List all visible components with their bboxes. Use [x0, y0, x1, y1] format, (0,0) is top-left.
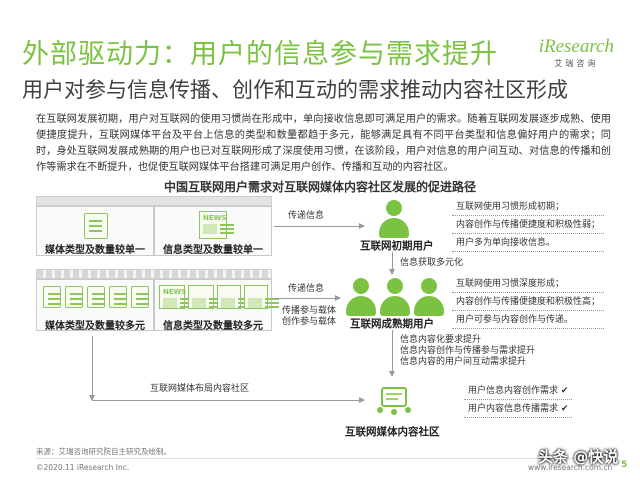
stage1-media-panel [36, 206, 154, 256]
stage1-note: 内容创作与传播便捷度和积极性弱； [452, 218, 605, 234]
stage1-note: 互联网使用习惯形成初期； [452, 200, 605, 216]
page-subtitle: 用户对参与信息传播、创作和互动的需求推动内容社区形成 [22, 78, 568, 102]
stage2-info-label: 信息类型及数量较多元 [163, 321, 263, 332]
content-community-label: 互联网媒体内容社区 [345, 426, 440, 438]
document-icon [131, 286, 149, 308]
logo-brand: iResearch [538, 36, 614, 57]
news-icon [188, 285, 223, 309]
stage3-arrow [92, 397, 365, 403]
stage2-arrow-bottom-label: 传播参与载体 创作参与载体 [282, 306, 337, 327]
document-icon [109, 286, 127, 308]
stage3-note: 用户内容信息传播需求 ✔ [464, 402, 573, 418]
stage1-media-label: 媒体类型及数量较单一 [45, 245, 145, 256]
stage2-note: 内容创作与传播便捷度和积极性高； [452, 295, 605, 311]
document-icon [84, 213, 108, 239]
watermark: 头条 @快说 [538, 448, 619, 466]
stage1-notes: 互联网使用习惯形成初期； 内容创作与传播便捷度和积极性弱； 用户多为单向接收信息… [452, 200, 605, 254]
content-community-icon [377, 387, 411, 415]
stage2-media-panel [36, 279, 154, 331]
transition2-arrow [389, 330, 395, 377]
stage1-arrow [274, 223, 365, 229]
document-icon [43, 286, 61, 308]
document-icon [87, 286, 105, 308]
transition1-label: 信息获取多元化 [400, 258, 464, 268]
mature-user-icon [346, 278, 376, 316]
early-user-icon [379, 200, 409, 238]
document-icon [65, 286, 83, 308]
stage2-arrow-top-label: 传递信息 [288, 284, 325, 294]
intro-paragraph: 在互联网发展初期，用户对互联网的使用习惯尚在形成中，单向接收信息即可满足用户的需… [36, 114, 611, 173]
transition1-arrow [389, 252, 395, 275]
footer-divider [36, 458, 616, 459]
mature-user-icon [380, 278, 410, 316]
news-icon: NEWS [199, 211, 234, 239]
page-number: 5 [621, 460, 628, 470]
stage2-note: 用户可参与内容创作与传递。 [452, 313, 605, 329]
stage2-info-panel: NEWS [154, 279, 279, 331]
stage1-info-label: 信息类型及数量较单一 [163, 245, 263, 256]
website: www.iresearch.com.cn [528, 463, 613, 472]
news-icon [244, 285, 279, 309]
early-user-label: 互联网初期用户 [360, 240, 434, 252]
copyright: ©2020.11 iResearch Inc. [36, 463, 130, 472]
stage1-note: 用户多为单向接收信息。 [452, 236, 605, 252]
stage2-notes: 互联网使用习惯深度形成； 内容创作与传播便捷度和积极性高； 用户可参与内容创作与… [452, 277, 605, 331]
stage3-arrow-label: 互联网媒体布局内容社区 [150, 384, 250, 394]
stage1-header-bar [36, 196, 272, 206]
news-icon [217, 285, 252, 309]
stage2-media-label: 媒体类型及数量较多元 [45, 321, 145, 332]
iresearch-logo: iResearch 艾瑞咨询 [539, 36, 614, 69]
stage3-notes: 用户信息内容创作需求 ✔ 用户内容信息传播需求 ✔ [464, 384, 573, 420]
stage1-arrow-label: 传递信息 [288, 211, 325, 221]
diagram-title: 中国互联网用户需求对互联网媒体内容社区发展的促进路径 [163, 180, 476, 194]
mature-user-icon [414, 278, 444, 316]
stage3-connector [89, 336, 95, 401]
stage2-note: 互联网使用习惯深度形成； [452, 277, 605, 293]
stage1-info-panel: NEWS [154, 206, 272, 256]
transition2-label: 信息内容化要求提升 信息内容创作与传播参与需求提升 信息内容的用户间互动需求提升 [400, 335, 536, 367]
logo-cn: 艾瑞咨询 [554, 59, 599, 68]
stage3-note: 用户信息内容创作需求 ✔ [464, 384, 573, 400]
source-note: 来源：艾瑞咨询研究院自主研究及绘制。 [36, 447, 171, 456]
page-title: 外部驱动力：用户的信息参与需求提升 [22, 39, 498, 70]
stage2-arrow [274, 295, 341, 301]
mature-user-label: 互联网成熟期用户 [350, 318, 434, 330]
stage2-header-bar [36, 269, 272, 279]
news-icon: NEWS [159, 285, 194, 309]
